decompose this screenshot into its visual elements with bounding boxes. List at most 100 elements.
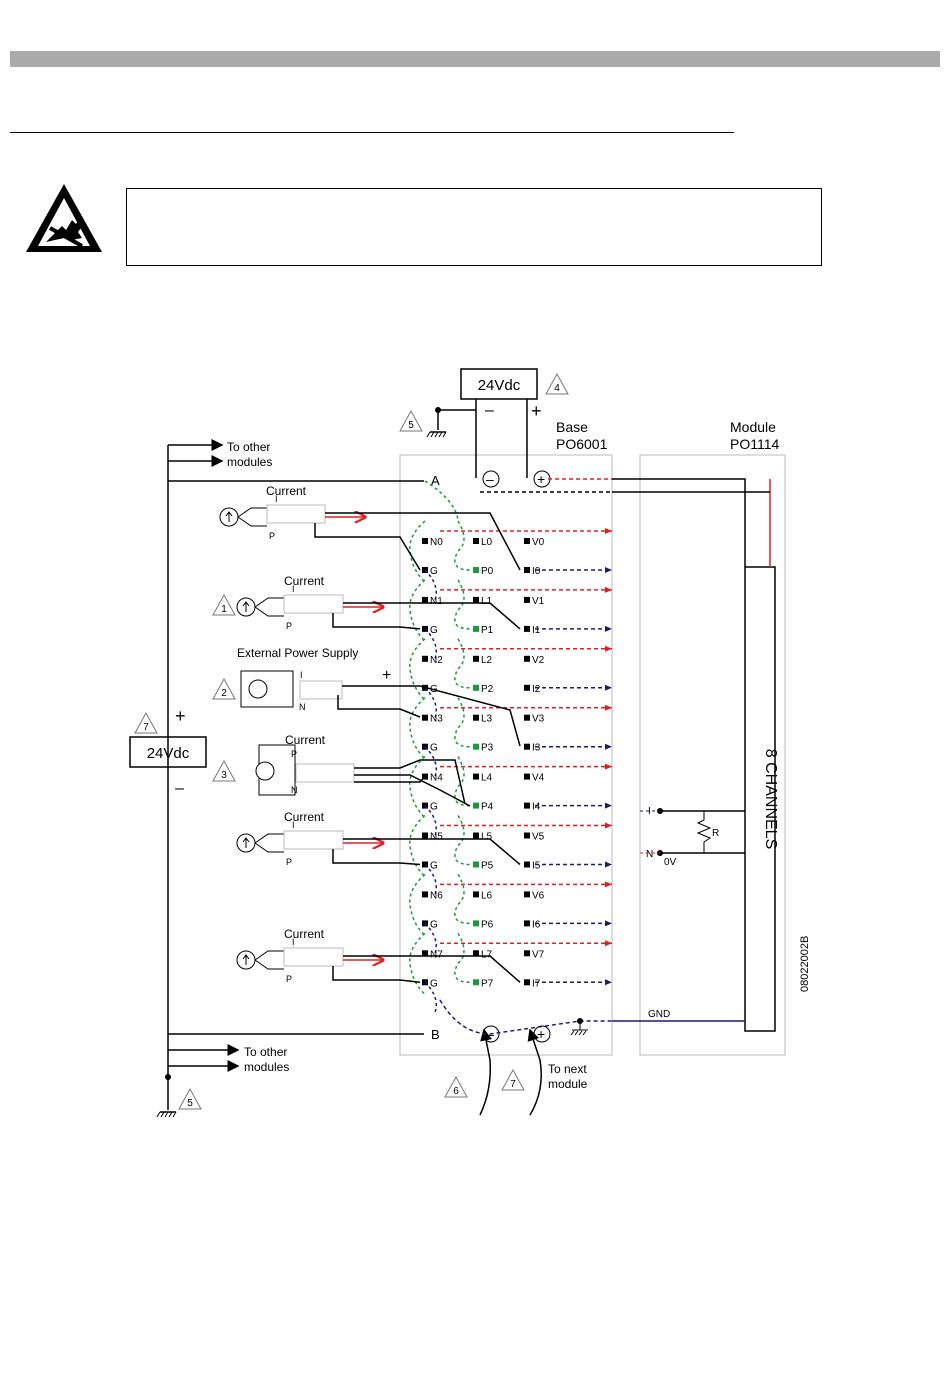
label-N1: N1 — [430, 596, 443, 607]
label-P3: P3 — [481, 743, 494, 754]
sensor-lead-7 — [254, 950, 284, 970]
label-V5: V5 — [532, 832, 545, 843]
terminal-P4 — [473, 802, 479, 809]
terminal-V0 — [524, 538, 530, 544]
green-right-7 — [454, 932, 471, 984]
cable-dual — [295, 763, 355, 783]
label-V7: V7 — [532, 949, 545, 960]
ground-hatch-1-2 — [164, 1111, 169, 1118]
base-part: PO6001 — [556, 436, 608, 452]
dual-wire-1 — [354, 759, 466, 805]
ground-hatch-1-1 — [160, 1111, 165, 1118]
blue-braid-7 — [424, 981, 437, 1013]
label-N0: N0 — [430, 537, 443, 548]
red-arrow-4 — [605, 763, 612, 770]
label-N4: N4 — [430, 773, 443, 784]
doc-code: 08022002B — [799, 936, 811, 992]
to-next-b: module — [548, 1077, 588, 1091]
module-part: PO1114 — [730, 436, 780, 452]
blue-arrow-6 — [605, 920, 612, 927]
label-L4: L4 — [481, 773, 493, 784]
terminal-P6 — [473, 920, 479, 927]
terminal-V3 — [524, 714, 530, 721]
note-triangle-3 — [545, 372, 569, 395]
module-title: Module — [730, 419, 776, 435]
cable-1 — [283, 594, 344, 614]
dual-N: N — [291, 785, 298, 795]
terminal-V2 — [524, 655, 530, 662]
res-R: R — [712, 828, 719, 839]
terminal-I1 — [524, 625, 530, 632]
label-N5: N5 — [430, 832, 443, 843]
label-N3: N3 — [430, 714, 443, 725]
terminal-L4 — [473, 773, 479, 780]
terminal-P3 — [473, 743, 479, 750]
label-P5: P5 — [481, 861, 494, 872]
green-right-4 — [454, 756, 471, 807]
sensor-5-label: Current — [284, 810, 325, 824]
label-G6: G — [430, 919, 438, 930]
red-arrow-1 — [605, 586, 612, 593]
terminal-L6 — [473, 891, 479, 898]
blue-braid-2 — [424, 687, 437, 719]
to-other-1a: To other — [227, 440, 270, 454]
green-from-A — [424, 480, 459, 521]
terminal-N2 — [422, 655, 428, 662]
label-I0: I0 — [532, 566, 541, 577]
terminal-N1 — [422, 596, 428, 603]
label-L3: L3 — [481, 714, 493, 725]
to-other-2a: To other — [244, 1045, 287, 1059]
sensor-0-label: Current — [266, 484, 307, 498]
label-V3: V3 — [532, 714, 545, 725]
sensor-P-7: P — [286, 974, 292, 984]
label-L0: L0 — [481, 537, 493, 548]
label-I4: I4 — [532, 802, 541, 813]
base-title: Base — [556, 419, 588, 435]
blue-arrow-3 — [605, 743, 612, 750]
terminal-A: A — [431, 473, 440, 488]
terminal-V5 — [524, 832, 530, 839]
terminal-I6 — [524, 920, 530, 927]
terminal-V1 — [524, 596, 530, 603]
wire-to-G-7 — [332, 966, 421, 984]
green-right-3 — [454, 697, 471, 748]
sensor-P-0: P — [269, 531, 275, 541]
label-V2: V2 — [532, 655, 545, 666]
sensor-I-5: I — [292, 820, 295, 830]
to-other-2b: modules — [244, 1060, 289, 1074]
wire-to-I-0 — [325, 512, 521, 571]
base-minus-top: – — [486, 471, 494, 487]
wire-to-I-1 — [343, 602, 521, 630]
base-plus-top: + — [537, 471, 545, 487]
dynamic-wiring-layer: N0GL0P0V0I0N1GL1P1V1I1N2GL2P2V2I2N3GL3P3… — [134, 372, 612, 1118]
label-V4: V4 — [532, 773, 545, 784]
sensor-lead-0 — [237, 507, 267, 527]
label-G0: G — [430, 566, 438, 577]
terminal-L7 — [473, 950, 479, 957]
label-P1: P1 — [481, 625, 494, 636]
module-outline — [639, 454, 786, 1056]
red-arrow-7 — [605, 940, 612, 947]
terminal-N5 — [422, 832, 428, 839]
sensor-I-7: I — [292, 937, 295, 947]
label-V1: V1 — [532, 596, 545, 607]
cable-5 — [283, 830, 344, 850]
terminal-N7 — [422, 950, 428, 957]
note-number-5: 6 — [453, 1086, 459, 1097]
supply-top-box — [460, 368, 538, 400]
terminal-L1 — [473, 596, 479, 603]
label-G1: G — [430, 625, 438, 636]
terminal-B: B — [431, 1027, 440, 1042]
note-triangle-8 — [178, 1087, 202, 1110]
label-I7: I7 — [532, 978, 541, 989]
green-right-1 — [454, 579, 471, 630]
red-arrow-3 — [605, 704, 612, 711]
label-G4: G — [430, 802, 438, 813]
note-triangle-5 — [444, 1075, 468, 1098]
top-minus: – — [485, 402, 494, 419]
supply-top-label: 24Vdc — [478, 377, 521, 394]
sensor-P-5: P — [286, 857, 292, 867]
label-P6: P6 — [481, 919, 494, 930]
terminal-I4 — [524, 802, 530, 809]
